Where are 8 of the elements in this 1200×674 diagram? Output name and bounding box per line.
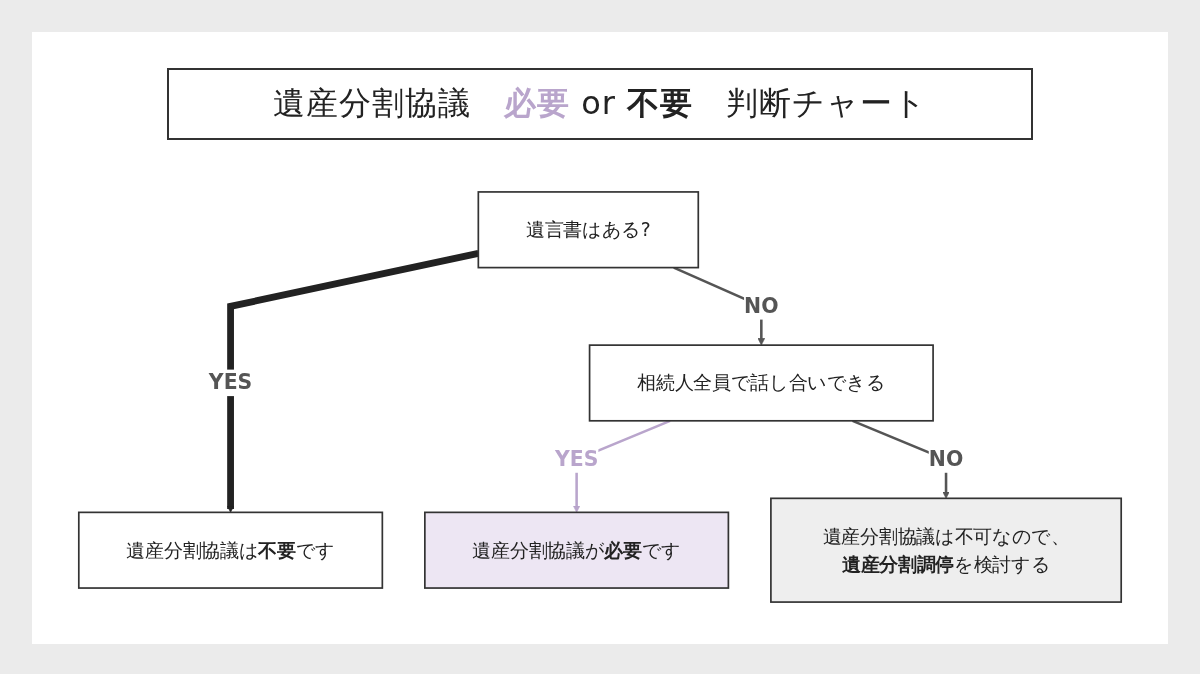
process-box: 遺言書はある? xyxy=(477,191,700,269)
edge-label: YES xyxy=(554,446,599,473)
edge-label: YES xyxy=(208,369,253,397)
process-box: 遺産分割協議は不可なので、遺産分割調停を検討する xyxy=(770,497,1123,603)
title-heading: 遺産分割協議 必要 or 不要 判断チャート xyxy=(167,68,1033,140)
process-box: 遺産分割協議が必要です xyxy=(424,511,730,589)
process-box: 相続人全員で話し合いできる xyxy=(588,344,934,422)
process-box: 遺産分割協議は不要です xyxy=(77,511,384,589)
